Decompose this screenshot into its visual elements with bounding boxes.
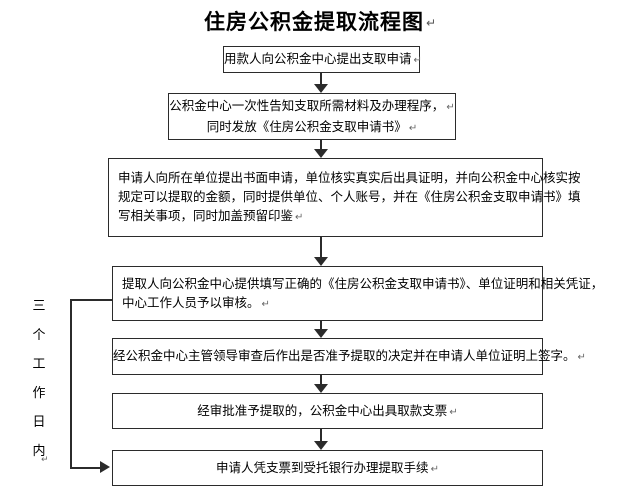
flow-step-7-box[interactable]: 申请人凭支票到受托银行办理提取手续↵ bbox=[112, 450, 543, 486]
flow-step-3-line-2: 规定可以提取的金额，同时提供单位、个人账号，并在《住房公积金支取申请书》填 bbox=[118, 189, 581, 204]
flow-step-3-line-1: 申请人向所在单位提出书面申请，单位核实真实后出具证明，并向公积金中心核实按 bbox=[118, 170, 581, 185]
connector-4-5 bbox=[320, 321, 322, 329]
flow-step-2-line-2: 同时发放《住房公积金支取申请书》↵ bbox=[206, 118, 418, 134]
flow-step-2-line-1: 公积金中心一次性告知支取所需材料及办理程序，↵ bbox=[169, 97, 455, 113]
edit-mark-icon: ↵ bbox=[261, 298, 270, 310]
connector-6-7 bbox=[320, 429, 322, 441]
bracket-bottom-segment bbox=[70, 467, 103, 469]
edit-mark-icon: ↵ bbox=[408, 122, 418, 134]
vlabel-char-6: 内↵ bbox=[32, 437, 48, 466]
edit-mark-icon: ↵ bbox=[40, 455, 49, 465]
flow-step-4-box[interactable]: 提取人向公积金中心提供填写正确的《住房公积金支取申请书》、单位证明和相关凭证， … bbox=[112, 266, 604, 321]
three-working-days-label: 三 个 工 作 日 内↵ bbox=[28, 292, 50, 466]
connector-2-3 bbox=[320, 140, 322, 150]
flow-step-5-box[interactable]: 经公积金中心主管领导审查后作出是否准予提取的决定并在申请人单位证明上签字。↵ bbox=[112, 338, 586, 375]
flow-step-3-box[interactable]: 申请人向所在单位提出书面申请，单位核实真实后出具证明，并向公积金中心核实按 规定… bbox=[108, 158, 581, 237]
page-title: 住房公积金提取流程图↵ bbox=[0, 8, 641, 37]
edit-mark-icon: ↵ bbox=[577, 352, 586, 363]
flow-step-1-box[interactable]: 用款人向公积金中心提出支取申请↵ bbox=[223, 46, 422, 73]
flow-step-4-line-1: 提取人向公积金中心提供填写正确的《住房公积金支取申请书》、单位证明和相关凭证， bbox=[122, 275, 604, 291]
vlabel-char-4: 作 bbox=[32, 386, 46, 401]
edit-mark-icon: ↵ bbox=[295, 212, 304, 223]
page-title-text: 住房公积金提取流程图 bbox=[203, 10, 424, 34]
connector-3-4 bbox=[320, 237, 322, 257]
arrowhead-down-icon bbox=[314, 149, 328, 158]
vlabel-char-2: 个 bbox=[32, 328, 46, 343]
flow-step-1-line-1: 用款人向公积金中心提出支取申请↵ bbox=[224, 51, 422, 66]
arrowhead-down-icon bbox=[314, 441, 328, 450]
flow-step-4-line-2: 中心工作人员予以审核。↵ bbox=[122, 294, 270, 310]
edit-mark-icon: ↵ bbox=[446, 101, 455, 113]
vlabel-char-3: 工 bbox=[32, 357, 46, 372]
flow-step-5-line-1: 经公积金中心主管领导审查后作出是否准予提取的决定并在申请人单位证明上签字。↵ bbox=[113, 348, 586, 363]
edit-mark-icon: ↵ bbox=[449, 406, 458, 418]
vlabel-char-5: 日 bbox=[32, 415, 46, 430]
arrowhead-down-icon bbox=[314, 384, 328, 393]
title-edit-mark: ↵ bbox=[425, 16, 438, 30]
connector-1-2 bbox=[320, 73, 322, 85]
arrowhead-down-icon bbox=[314, 84, 328, 93]
arrowhead-down-icon bbox=[314, 257, 328, 266]
flow-step-6-line-1: 经审批准予提取的，公积金中心出具取款支票↵ bbox=[197, 402, 458, 418]
bracket-top-segment bbox=[70, 299, 112, 301]
flow-step-3-line-3: 写相关事项，同时加盖预留印鉴↵ bbox=[118, 208, 304, 223]
arrowhead-down-icon bbox=[314, 329, 328, 338]
flow-step-7-line-1: 申请人凭支票到受托银行办理提取手续↵ bbox=[216, 459, 439, 475]
arrowhead-right-icon bbox=[100, 461, 110, 473]
flow-step-2-box[interactable]: 公积金中心一次性告知支取所需材料及办理程序，↵ 同时发放《住房公积金支取申请书》… bbox=[168, 93, 456, 140]
edit-mark-icon: ↵ bbox=[430, 463, 439, 475]
bracket-vertical-segment bbox=[70, 299, 72, 468]
connector-5-6 bbox=[320, 375, 322, 384]
vlabel-char-1: 三 bbox=[32, 299, 46, 314]
edit-mark-icon: ↵ bbox=[413, 55, 422, 66]
flow-step-6-box[interactable]: 经审批准予提取的，公积金中心出具取款支票↵ bbox=[112, 393, 543, 429]
